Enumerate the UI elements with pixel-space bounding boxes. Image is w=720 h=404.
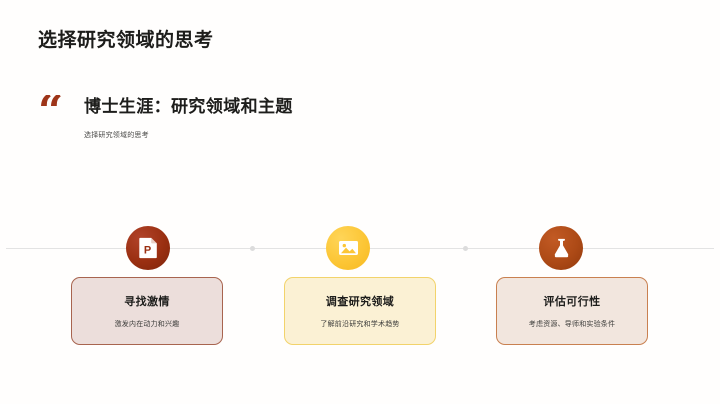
timeline-node-3[interactable] <box>539 226 583 270</box>
timeline-node-1[interactable]: P <box>126 226 170 270</box>
timeline-node-2[interactable] <box>326 226 370 270</box>
quote-block: “ 博士生涯：研究领域和主题 选择研究领域的思考 <box>38 92 598 152</box>
timeline-connector-dot <box>463 246 468 251</box>
timeline-connector-dot <box>250 246 255 251</box>
card-title: 评估可行性 <box>543 296 601 308</box>
card-item[interactable]: 调查研究领域 了解前沿研究和学术趋势 <box>284 277 436 345</box>
quote-mark-icon: “ <box>38 95 64 119</box>
card-item[interactable]: 评估可行性 考虑资源、导师和实验条件 <box>496 277 648 345</box>
quote-heading: 博士生涯：研究领域和主题 <box>84 97 293 116</box>
card-description: 考虑资源、导师和实验条件 <box>528 321 616 328</box>
card-description: 激发内在动力和兴趣 <box>114 321 180 328</box>
timeline: P <box>0 226 720 270</box>
card-title: 调查研究领域 <box>325 296 395 308</box>
quote-subtitle: 选择研究领域的思考 <box>84 132 149 139</box>
page-title: 选择研究领域的思考 <box>38 30 214 51</box>
card-description: 了解前沿研究和学术趋势 <box>320 321 400 328</box>
powerpoint-document-icon: P <box>138 237 158 259</box>
card-title: 寻找激情 <box>124 296 170 308</box>
image-picture-icon <box>338 239 359 257</box>
lab-flask-icon <box>552 238 571 259</box>
card-item[interactable]: 寻找激情 激发内在动力和兴趣 <box>71 277 223 345</box>
svg-text:P: P <box>143 244 150 256</box>
